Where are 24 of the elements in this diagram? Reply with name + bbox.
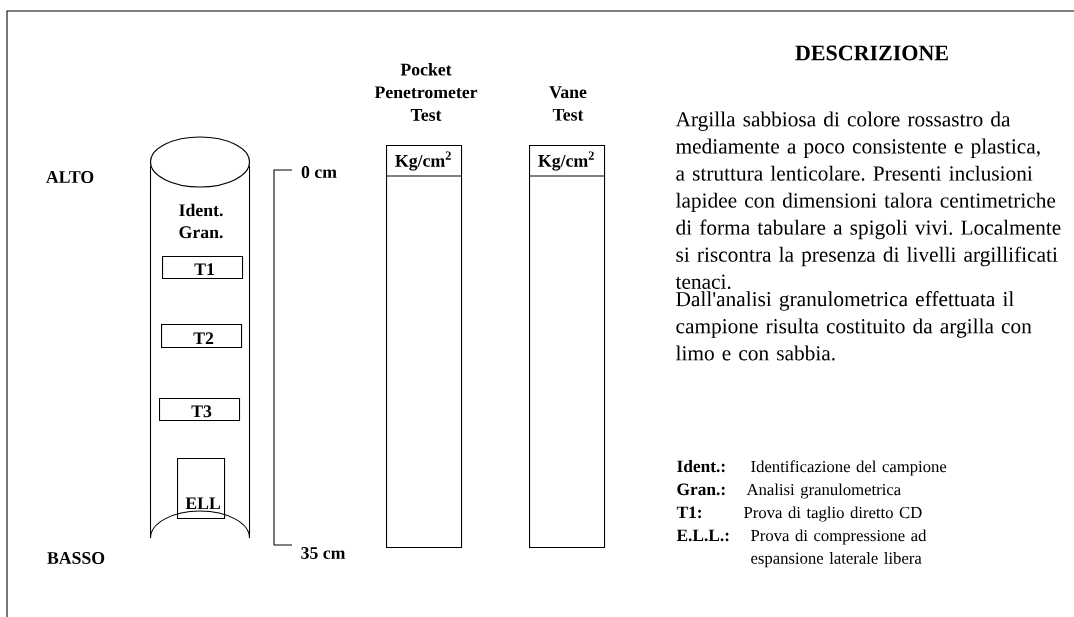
description-text: Argilla sabbiosa di colore rossastro da mediamente a poco consistente e plastica, a struttura lenticolare. Presenti inclusioni lapidee con dimensioni talora centimetriche di forma tabulare a spigoli vivi. Localmente si riscontra la presenza di livelli argillificati tenaci. bbox=[675, 111, 1061, 289]
abbreviation: Ident.: bbox=[677, 459, 725, 473]
heading: DESCRIZIONE bbox=[795, 45, 948, 61]
abbreviation-meaning: Prova di compressione ad espansione laterale libera bbox=[751, 529, 927, 568]
abbreviation: E.L.L.: bbox=[676, 529, 729, 542]
abbreviation-meaning: Identificazione del campione bbox=[751, 460, 947, 476]
abbreviation-meaning: Prova di taglio diretto CD bbox=[744, 506, 922, 522]
depth-label: 0 cm bbox=[301, 166, 337, 178]
sample-box: T1 bbox=[162, 256, 244, 280]
unit-cell: Kg/cm$^{2}$ bbox=[385, 151, 462, 177]
unit-cell: Kg/cm$^{2}$ bbox=[528, 151, 605, 177]
sample-box: ELL bbox=[177, 458, 226, 520]
abbreviation: T1: bbox=[676, 506, 701, 519]
column-heading: Vane Test bbox=[549, 86, 587, 121]
column-heading: Pocket Penetrometer Test bbox=[374, 63, 478, 121]
sample-box: T2 bbox=[161, 324, 243, 349]
position-label: ALTO bbox=[46, 171, 94, 183]
description-text: Dall'analisi granulometrica effettuata il campione risulta costituito da argilla con limo e con sabbia. bbox=[675, 291, 1032, 361]
abbreviation: Gran.: bbox=[677, 483, 725, 496]
depth-label: 35 cm bbox=[301, 547, 346, 559]
cylinder-label: Ident. Gran. bbox=[179, 203, 223, 239]
sample-box: T3 bbox=[159, 398, 241, 422]
position-label: BASSO bbox=[47, 552, 105, 564]
abbreviation-meaning: Analisi granulometrica bbox=[746, 483, 901, 499]
